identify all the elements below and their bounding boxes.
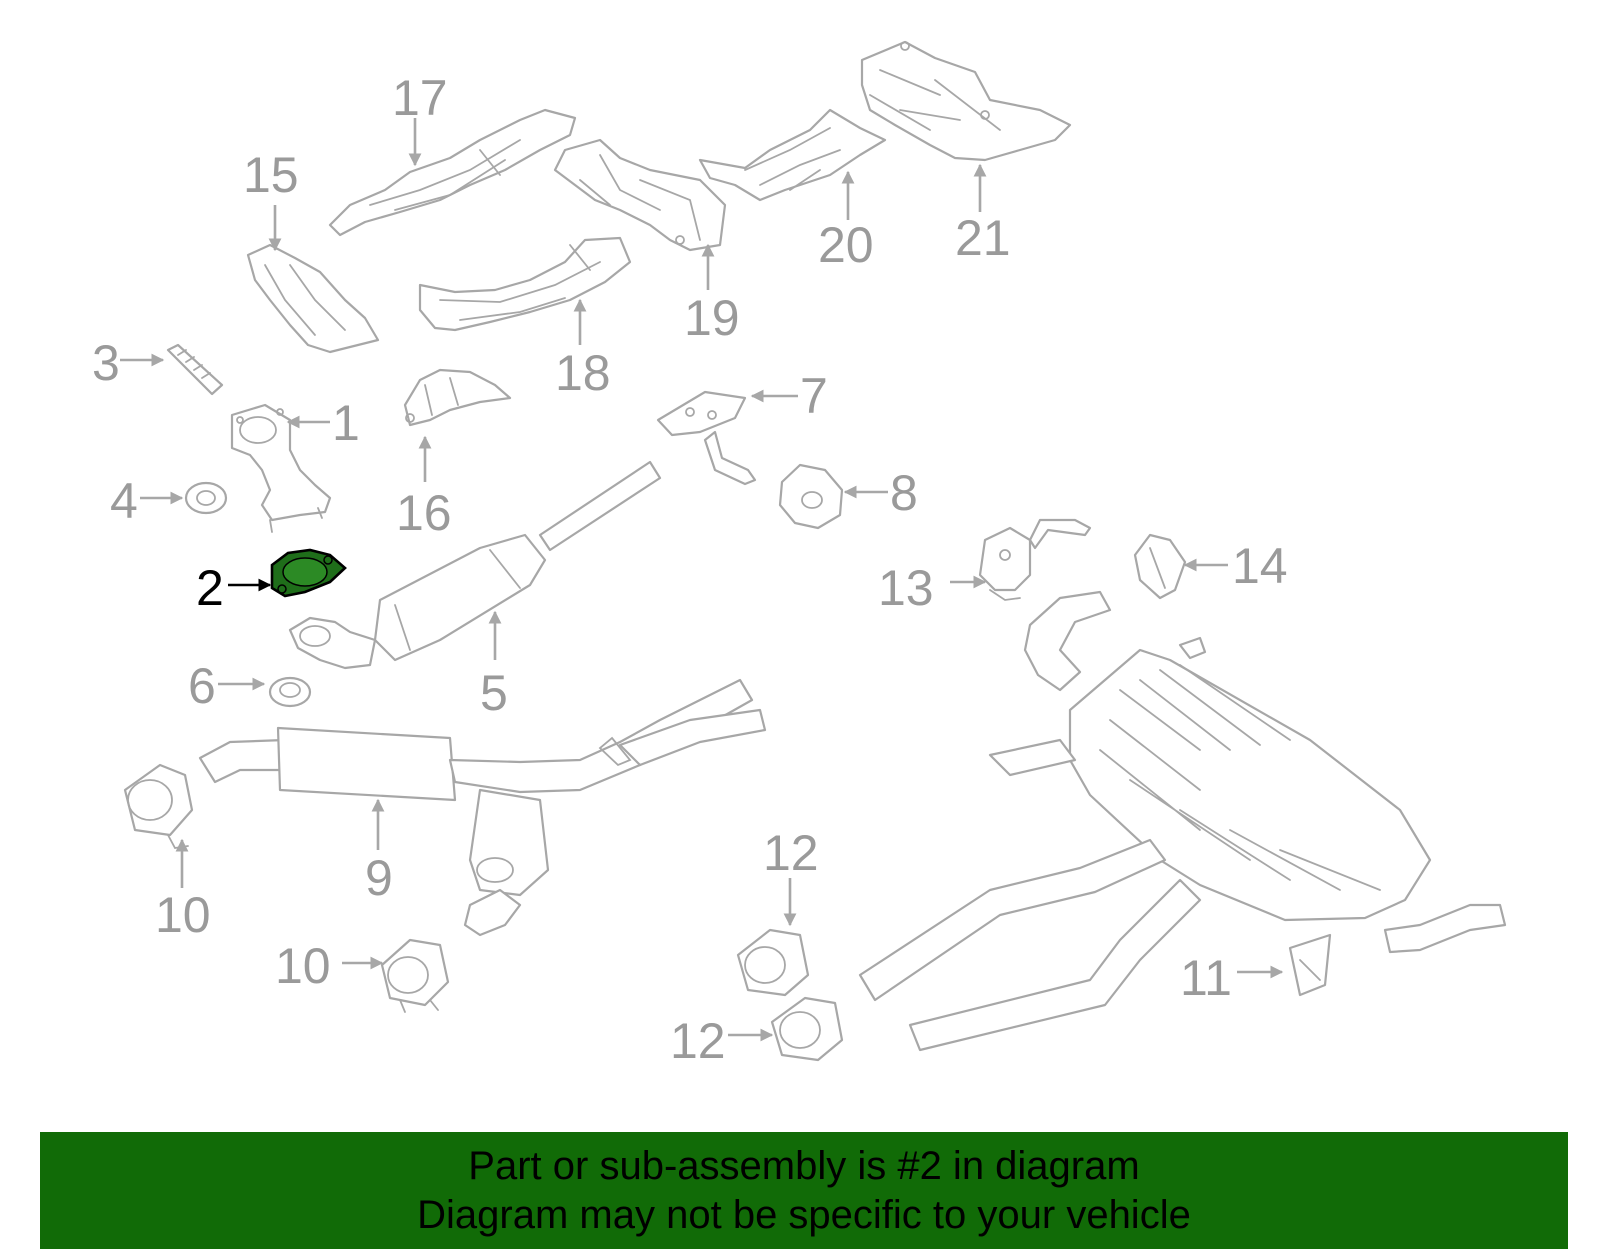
- part-8-rubber-mount[interactable]: [778, 463, 844, 530]
- part-21-heat-shield[interactable]: [860, 40, 1072, 162]
- part-18-heat-shield[interactable]: [418, 236, 632, 332]
- part-1-exhaust-manifold-pipe[interactable]: [230, 403, 332, 533]
- part-4-gasket[interactable]: [184, 481, 228, 515]
- part-15-heat-shield[interactable]: [246, 243, 380, 354]
- callout-labels: 17 15 3 1 4 2 5 6 7 8 9 10 10 11 12 12 1…: [92, 70, 1288, 1069]
- callout-3: 3: [92, 335, 120, 391]
- callout-7: 7: [800, 368, 828, 424]
- callout-19: 19: [684, 290, 740, 346]
- part-5-catalytic-converter[interactable]: [288, 460, 662, 670]
- callout-8: 8: [890, 465, 918, 521]
- callout-14: 14: [1232, 538, 1288, 594]
- part-10-clamp-upper[interactable]: [123, 763, 194, 849]
- callout-2: 2: [196, 560, 224, 616]
- part-19-heat-shield[interactable]: [553, 138, 727, 252]
- banner-line-1: Part or sub-assembly is #2 in diagram: [468, 1144, 1140, 1188]
- part-20-heat-shield[interactable]: [698, 108, 887, 202]
- callout-20: 20: [818, 217, 874, 273]
- callout-4: 4: [110, 473, 138, 529]
- callout-16: 16: [396, 485, 452, 541]
- callout-5: 5: [480, 665, 508, 721]
- callout-18: 18: [555, 345, 611, 401]
- part-6-gasket[interactable]: [268, 676, 312, 708]
- callout-12-lower: 12: [670, 1013, 726, 1069]
- part-9-center-muffler-y-pipe[interactable]: [198, 678, 767, 937]
- callout-12-upper: 12: [763, 825, 819, 881]
- callout-10-lower: 10: [275, 938, 331, 994]
- notice-banner: Part or sub-assembly is #2 in diagram Di…: [40, 1132, 1568, 1249]
- callout-6: 6: [188, 658, 216, 714]
- banner-line-2: Diagram may not be specific to your vehi…: [417, 1193, 1191, 1237]
- part-13-hanger-bracket[interactable]: [978, 518, 1092, 601]
- callout-10-upper: 10: [155, 887, 211, 943]
- callout-13: 13: [878, 560, 934, 616]
- part-16-bracket[interactable]: [403, 368, 512, 427]
- part-17-heat-shield[interactable]: [328, 108, 577, 237]
- part-14-insulator[interactable]: [1133, 533, 1187, 600]
- leader-arrows: [120, 118, 1284, 1042]
- part-12-clamp-upper[interactable]: [736, 928, 810, 997]
- part-10-clamp-lower[interactable]: [380, 938, 450, 1013]
- callout-17: 17: [392, 70, 448, 126]
- callout-21: 21: [955, 210, 1011, 266]
- callout-15: 15: [243, 147, 299, 203]
- part-7-hanger-bracket[interactable]: [656, 390, 757, 486]
- part-3-stud[interactable]: [166, 343, 224, 396]
- callout-11: 11: [1180, 950, 1232, 1006]
- callout-9: 9: [365, 850, 393, 906]
- part-12-clamp-lower[interactable]: [770, 996, 844, 1062]
- part-11-rear-muffler[interactable]: [858, 590, 1507, 1052]
- callout-1: 1: [332, 395, 360, 451]
- part-2-gasket-highlighted[interactable]: [270, 548, 347, 598]
